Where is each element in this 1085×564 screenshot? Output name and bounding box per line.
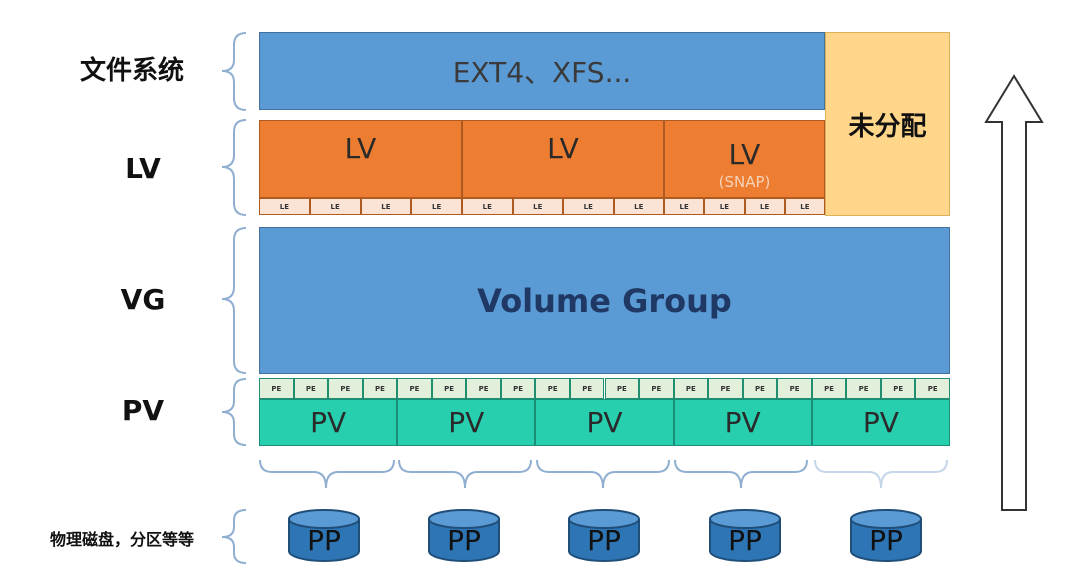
physical-volume-label: PV	[724, 406, 761, 439]
pe-cell: PE	[639, 378, 674, 399]
physical-volume-label: PV	[862, 406, 899, 439]
brace-vg	[221, 227, 247, 374]
unallocated-label: 未分配	[848, 111, 927, 142]
logical-volume-label: LV	[547, 132, 579, 165]
pe-cell: PE	[293, 378, 329, 399]
unallocated-box: 未分配	[825, 32, 950, 216]
pe-cell: PE	[328, 378, 363, 399]
pe-cell: PE	[466, 378, 501, 399]
physical-volume: PV	[673, 399, 812, 446]
pe-cell: PE	[259, 378, 294, 399]
pe-cell: PE	[362, 378, 398, 399]
pe-cell: PE	[397, 378, 432, 399]
row-label-pv: PV	[121, 394, 165, 427]
pe-cell: PE	[846, 378, 881, 399]
disk-label: PP	[728, 523, 762, 557]
le-cell: LE	[613, 198, 664, 215]
pe-cell: PE	[673, 378, 709, 399]
pe-cell: PE	[915, 378, 950, 399]
pe-cell: PE	[569, 378, 605, 399]
filesystem-label: EXT4、XFS...	[452, 56, 632, 89]
pe-cell: PE	[811, 378, 847, 399]
row-label-vg: VG	[120, 283, 166, 316]
pe-cell: PE	[708, 378, 743, 399]
volume-group-box: Volume Group	[259, 227, 950, 374]
left-braces	[221, 32, 247, 564]
logical-volume-label: LV	[344, 132, 377, 165]
physical-volume: PV	[811, 399, 950, 446]
le-cell: LE	[360, 198, 412, 215]
disk-cylinder-icon	[850, 509, 922, 562]
logical-volume: LV	[259, 120, 462, 198]
up-arrow-icon	[984, 74, 1044, 511]
physical-volume-label: PV	[310, 406, 347, 439]
filesystem-box: EXT4、XFS...	[259, 32, 825, 110]
le-cell: LE	[704, 198, 745, 215]
row-label-lv: LV	[125, 152, 161, 185]
brace-pv-3	[536, 459, 670, 489]
disk-label: PP	[869, 523, 903, 557]
snapshot-label: (SNAP)	[718, 173, 771, 191]
le-cell: LE	[309, 198, 361, 215]
disk-cylinder-icon	[288, 509, 360, 562]
brace-pv-2	[398, 459, 532, 489]
brace-pv	[221, 378, 247, 446]
brace-filesystem	[221, 32, 247, 111]
disk-label: PP	[307, 523, 341, 557]
physical-volume-label: PV	[586, 406, 623, 439]
pe-cell: PE	[742, 378, 778, 399]
logical-volume-snapshot: LV (SNAP)	[664, 120, 825, 198]
pv-disk-braces	[259, 459, 948, 489]
physical-volume: PV	[259, 399, 398, 446]
physical-volume-label: PV	[448, 406, 485, 439]
brace-disk	[221, 509, 247, 564]
pe-cell: PE	[777, 378, 812, 399]
le-cell: LE	[784, 198, 825, 215]
disk-cylinder-icon	[568, 509, 640, 562]
le-cell: LE	[411, 198, 462, 215]
brace-pv-4	[674, 459, 808, 489]
logical-volume-label: LV	[728, 138, 761, 171]
le-cell: LE	[259, 198, 310, 215]
physical-volume: PV	[535, 399, 674, 446]
brace-pv-5	[814, 459, 948, 489]
logical-volume: LV	[462, 120, 664, 198]
le-cell: LE	[664, 198, 705, 215]
pe-cell: PE	[500, 378, 536, 399]
row-label-filesystem: 文件系统	[79, 56, 184, 86]
physical-volume: PV	[397, 399, 536, 446]
row-label-disk: 物理磁盘，分区等等	[49, 530, 194, 549]
pe-cell: PE	[535, 378, 570, 399]
le-cell: LE	[744, 198, 785, 215]
pe-cell: PE	[431, 378, 467, 399]
brace-lv	[221, 119, 247, 216]
disk-label: PP	[587, 523, 621, 557]
volume-group-label: Volume Group	[477, 281, 732, 320]
disk-cylinder-icon	[428, 509, 500, 562]
le-cell: LE	[512, 198, 563, 215]
disk-cylinder-icon	[709, 509, 781, 562]
le-cell: LE	[563, 198, 614, 215]
le-cell: LE	[462, 198, 513, 215]
disk-label: PP	[447, 523, 481, 557]
brace-pv-1	[259, 459, 395, 489]
pe-cell: PE	[880, 378, 916, 399]
pe-cell: PE	[604, 378, 640, 399]
